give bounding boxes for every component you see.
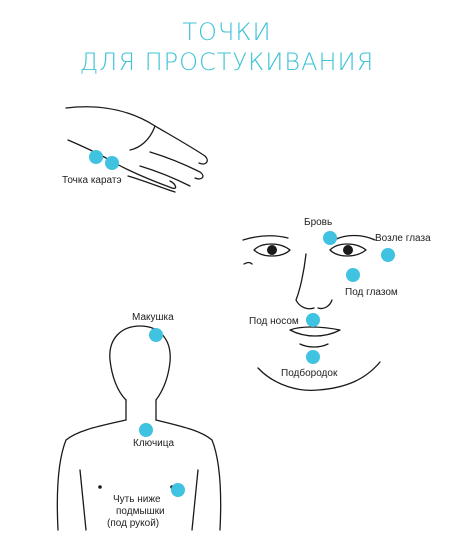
chin-label: Подбородок (281, 368, 338, 379)
hand-drawing (65, 106, 208, 193)
underarm-label-line-1: Чуть ниже (113, 494, 161, 505)
collarbone-point-dot (139, 423, 153, 437)
karate-point-dot-1 (89, 150, 103, 164)
karate-point-dot-2 (105, 156, 119, 170)
under-nose-point-dot (306, 313, 320, 327)
karate-point-label: Точка каратэ (62, 175, 122, 186)
page-title-line-2: ДЛЯ ПРОСТУКИВАНИЯ (79, 48, 375, 76)
under-nose-label: Под носом (249, 316, 299, 327)
near-eye-point-dot (381, 248, 395, 262)
eyebrow-point-dot (323, 231, 337, 245)
underarm-label-line-3: (под рукой) (107, 518, 160, 529)
page-title-line-1: ТОЧКИ (182, 18, 272, 46)
body-drawing (56, 325, 222, 531)
under-eye-label: Под глазом (345, 287, 398, 298)
crown-label: Макушка (132, 312, 174, 323)
eyebrow-label: Бровь (304, 217, 333, 228)
near-eye-label: Возле глаза (375, 233, 431, 244)
crown-point-dot (149, 328, 163, 342)
underarm-point-dot (171, 483, 185, 497)
face-drawing (242, 234, 381, 392)
collarbone-label: Ключица (133, 438, 175, 449)
underarm-label-line-2: подмышки (116, 506, 165, 517)
chin-point-dot (306, 350, 320, 364)
under-eye-point-dot (346, 268, 360, 282)
